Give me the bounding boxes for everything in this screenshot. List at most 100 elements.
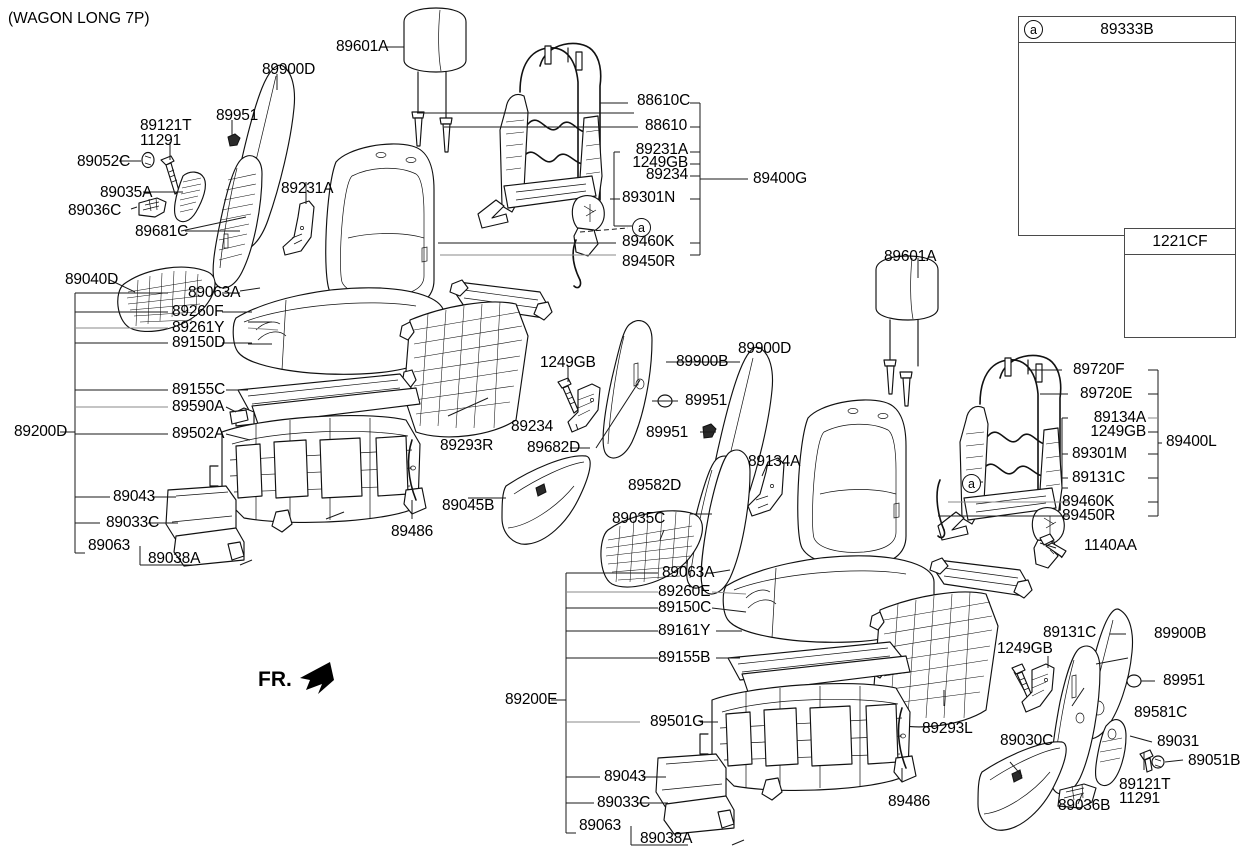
illustration-wire-89486-left (407, 439, 417, 501)
label-89231A-left[interactable]: 89231A (281, 180, 334, 197)
label-89260E[interactable]: 89260E (658, 583, 711, 600)
label-89450R-right[interactable]: 89450R (1062, 507, 1116, 524)
label-89131C-right[interactable]: 89131C (1072, 469, 1126, 486)
label-89460K-right[interactable]: 89460K (1062, 493, 1115, 510)
label-89231A[interactable]: 89231A (635, 141, 688, 158)
label-89951-right[interactable]: 89951 (1163, 672, 1206, 689)
illustration-trim-89063A-right (929, 557, 1033, 599)
illustration-seatback-frame-left (477, 42, 605, 289)
label-89063A-right[interactable]: 89063A (662, 564, 715, 581)
label-89400L[interactable]: 89400L (1166, 433, 1217, 450)
label-89293L[interactable]: 89293L (922, 720, 973, 737)
label-89030C[interactable]: 89030C (1000, 732, 1054, 749)
label-89681C[interactable]: 89681C (135, 223, 189, 240)
label-89131C[interactable]: 89131C (1043, 624, 1097, 641)
label-1140AA[interactable]: 1140AA (1084, 537, 1137, 554)
label-89900D[interactable]: 89900D (262, 61, 316, 78)
illustration-bracket-89134A-mid (747, 457, 785, 517)
label-89043-right[interactable]: 89043 (604, 768, 647, 785)
label-89121T[interactable]: 89121T (140, 117, 192, 134)
label-89400G[interactable]: 89400G (753, 170, 807, 187)
label-89052C[interactable]: 89052C (77, 153, 131, 170)
label-89036B[interactable]: 89036B (1058, 797, 1111, 814)
label-89035A[interactable]: 89035A (100, 184, 153, 201)
label-89035C[interactable]: 89035C (612, 510, 666, 527)
label-89045B[interactable]: 89045B (442, 497, 495, 514)
label-89161Y[interactable]: 89161Y (658, 622, 711, 639)
label-1249GB-a[interactable]: 1249GB (632, 154, 688, 171)
label-89720E[interactable]: 89720E (1080, 385, 1133, 402)
label-88610C[interactable]: 88610C (637, 92, 691, 109)
ref-badge-a-left[interactable]: a (632, 218, 651, 237)
label-89486-right[interactable]: 89486 (888, 793, 931, 810)
label-89234-b[interactable]: 89234 (511, 418, 554, 435)
label-89501G[interactable]: 89501G (650, 713, 704, 730)
label-89134A-mid[interactable]: 89134A (748, 453, 801, 470)
label-89043-left[interactable]: 89043 (113, 488, 156, 505)
page-title: (WAGON LONG 7P) (8, 10, 150, 27)
label-89486-left[interactable]: 89486 (391, 523, 434, 540)
label-88610[interactable]: 88610 (645, 117, 688, 134)
label-89150D[interactable]: 89150D (172, 334, 226, 351)
label-89155B[interactable]: 89155B (658, 649, 711, 666)
label-11291-right[interactable]: 11291 (1119, 790, 1160, 807)
label-89063A-left[interactable]: 89063A (188, 284, 241, 301)
illustration-grommet-89951-left (227, 133, 241, 147)
label-1249GB-b[interactable]: 1249GB (540, 354, 596, 371)
label-89033C-right[interactable]: 89033C (597, 794, 651, 811)
illustration-pad-89040D (117, 266, 216, 332)
label-89121T-right[interactable]: 89121T (1119, 776, 1171, 793)
label-89581C[interactable]: 89581C (1134, 704, 1188, 721)
label-89951-mid[interactable]: 89951 (685, 392, 728, 409)
illustration-nut-89051B (1151, 755, 1165, 769)
illustration-wire-89486-right (897, 707, 907, 769)
label-89200E[interactable]: 89200E (505, 691, 558, 708)
label-89040D[interactable]: 89040D (65, 271, 119, 288)
label-11291[interactable]: 11291 (140, 132, 181, 149)
label-89200D[interactable]: 89200D (14, 423, 68, 440)
label-1249GB-c[interactable]: 1249GB (1090, 423, 1146, 440)
inset-body-89333B (1018, 42, 1236, 236)
illustration-nut-89052C (141, 151, 155, 169)
label-89293R[interactable]: 89293R (440, 437, 494, 454)
label-89900D-mid[interactable]: 89900D (738, 340, 792, 357)
illustration-bracket-89036C (138, 197, 167, 218)
label-89038A-right[interactable]: 89038A (640, 830, 693, 847)
label-89301N[interactable]: 89301N (622, 189, 676, 206)
label-89260F[interactable]: 89260F (172, 303, 224, 320)
label-89951-left[interactable]: 89951 (216, 107, 259, 124)
label-89063-right[interactable]: 89063 (579, 817, 622, 834)
label-89031[interactable]: 89031 (1157, 733, 1200, 750)
label-89590A[interactable]: 89590A (172, 398, 225, 415)
label-89951-mid2[interactable]: 89951 (646, 424, 689, 441)
label-89900B-mid[interactable]: 89900B (676, 353, 729, 370)
label-89682D[interactable]: 89682D (527, 439, 581, 456)
label-89155C[interactable]: 89155C (172, 381, 226, 398)
label-1249GB-d[interactable]: 1249GB (997, 640, 1053, 657)
label-89502A[interactable]: 89502A (172, 425, 225, 442)
illustration-headrest-left (403, 7, 467, 153)
label-89450R-a[interactable]: 89450R (622, 253, 676, 270)
inset-body-1221CF (1124, 254, 1236, 338)
inset-ref-badge-a: a (1024, 20, 1043, 39)
label-89033C-left[interactable]: 89033C (106, 514, 160, 531)
label-89301M[interactable]: 89301M (1072, 445, 1127, 462)
label-89134A-right[interactable]: 89134A (1093, 409, 1146, 426)
label-89038A-left[interactable]: 89038A (148, 550, 201, 567)
label-89234-a[interactable]: 89234 (645, 166, 688, 183)
label-89150C[interactable]: 89150C (658, 599, 712, 616)
label-89720F[interactable]: 89720F (1073, 361, 1125, 378)
label-89601A-right[interactable]: 89601A (884, 248, 937, 265)
label-89063-left[interactable]: 89063 (88, 537, 131, 554)
label-89261Y[interactable]: 89261Y (172, 319, 225, 336)
label-89582D[interactable]: 89582D (628, 477, 682, 494)
label-89036C[interactable]: 89036C (68, 202, 122, 219)
label-89900B-right[interactable]: 89900B (1154, 625, 1207, 642)
illustration-trim-89030C (977, 741, 1067, 831)
ref-badge-a-right[interactable]: a (962, 474, 981, 493)
label-89460K-a[interactable]: 89460K (622, 233, 675, 250)
label-89051B[interactable]: 89051B (1188, 752, 1240, 769)
label-89601A-left[interactable]: 89601A (336, 38, 389, 55)
